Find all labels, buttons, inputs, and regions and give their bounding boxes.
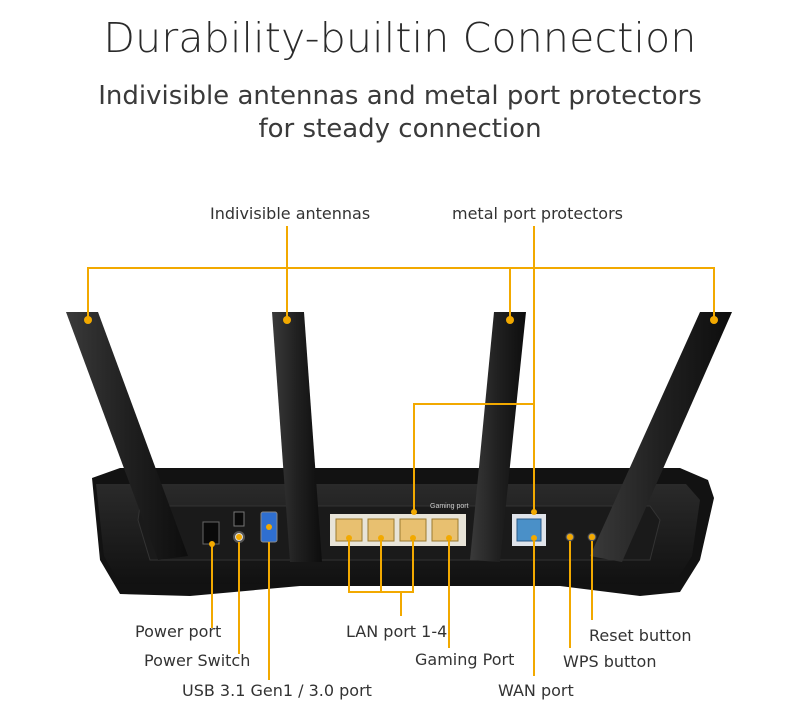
gaming-port-marking: Gaming port [430, 503, 469, 510]
antenna-right-outer [590, 312, 732, 562]
subtitle-line-2: for steady connection [258, 114, 542, 144]
label-lan-port: LAN port 1-4 [346, 622, 448, 641]
page-title: Durability-builtin Connection [103, 14, 697, 62]
label-wps-button: WPS button [563, 652, 657, 671]
label-wan-port: WAN port [498, 681, 574, 700]
antenna-right-inner [470, 312, 526, 562]
callout-dots [84, 316, 718, 547]
label-gaming-port: Gaming Port [415, 650, 515, 669]
power-port [202, 521, 220, 545]
antenna-left-outer [66, 312, 188, 560]
label-metal-port-protectors: metal port protectors [452, 204, 623, 223]
wan-port [516, 518, 542, 542]
label-reset-button: Reset button [589, 626, 692, 645]
page-subtitle: Indivisible antennas and metal port prot… [0, 80, 800, 146]
label-indivisible-antennas: Indivisible antennas [210, 204, 371, 223]
label-power-switch: Power Switch [144, 651, 251, 670]
lan-port-4-gaming [431, 518, 459, 542]
subtitle-line-1: Indivisible antennas and metal port prot… [98, 81, 702, 111]
power-switch [233, 511, 245, 527]
antenna-left-inner [272, 312, 322, 562]
label-usb-port: USB 3.1 Gen1 / 3.0 port [182, 681, 372, 700]
label-power-port: Power port [135, 622, 222, 641]
callout-lines [87, 226, 715, 680]
